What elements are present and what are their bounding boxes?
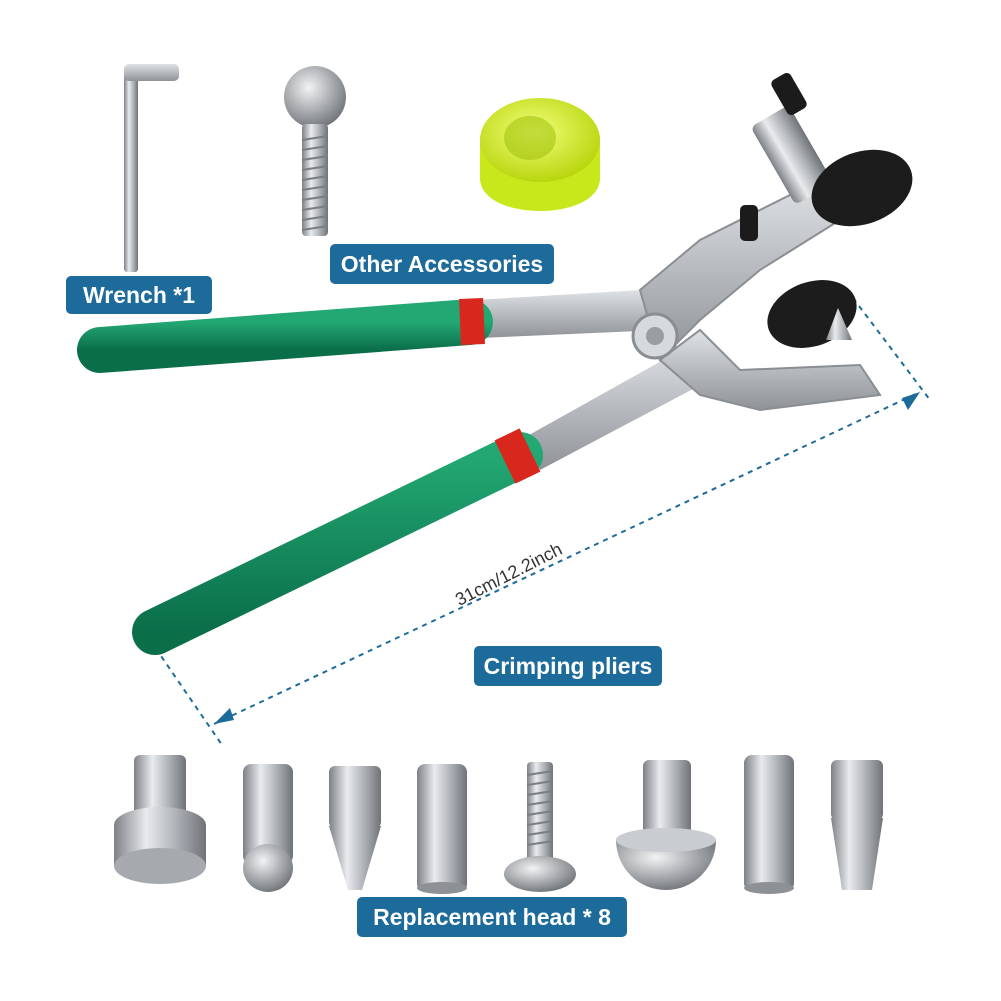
upper-handle [77,290,660,373]
dimension-line [149,297,931,746]
head-dome [616,760,716,890]
pliers-head [631,73,913,412]
head-cylinder [417,764,467,894]
hex-wrench [124,64,179,272]
lower-handle [132,345,710,655]
head-flat-mushroom [114,755,206,884]
wrench-label: Wrench *1 [66,276,212,314]
other-accessories-label: Other Accessories [330,244,554,284]
yellow-hammer-head [480,98,600,211]
crimping-pliers-label: Crimping pliers [474,646,662,686]
head-long-cylinder [744,755,794,894]
thumb-screw [284,66,346,236]
head-taper-tip [831,760,883,890]
head-bolt [504,762,576,892]
replacement-head-label: Replacement head * 8 [357,897,627,937]
replacement-heads [114,755,883,894]
head-cone-tip [329,766,381,890]
head-round-tip [243,764,293,892]
